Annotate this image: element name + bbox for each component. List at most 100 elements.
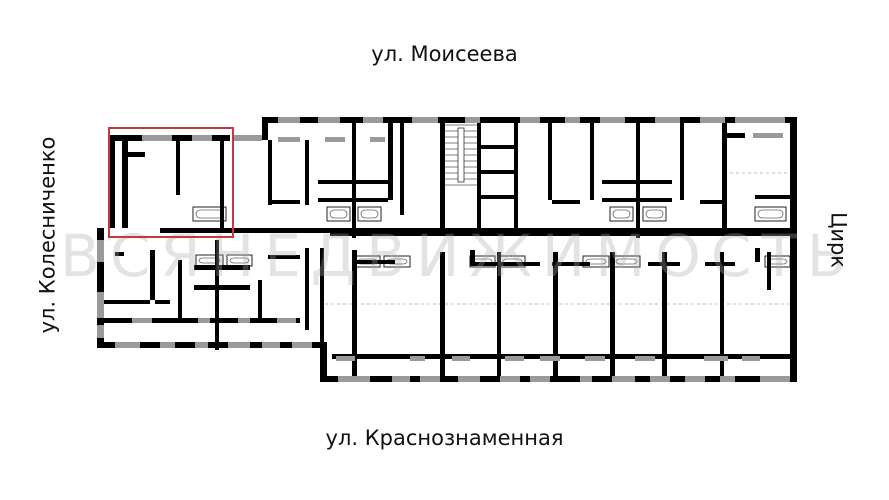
street-label-top: ул. Моисеева — [371, 42, 518, 66]
window — [540, 356, 560, 361]
window — [238, 318, 250, 323]
inner-wall — [477, 123, 481, 228]
bathroom-fixtures — [192, 206, 791, 268]
inner-wall — [477, 195, 514, 199]
window — [336, 356, 355, 361]
inner-wall — [215, 240, 219, 350]
window — [142, 135, 172, 141]
window — [505, 356, 524, 361]
inner-wall — [352, 250, 357, 376]
bathtub-inner — [645, 209, 664, 219]
inner-wall — [602, 198, 672, 202]
window — [753, 133, 783, 138]
window — [363, 117, 383, 123]
window — [704, 356, 728, 361]
inner-wall — [548, 123, 552, 200]
bathtub-icon — [226, 254, 253, 267]
window — [195, 342, 208, 348]
window — [97, 292, 104, 318]
bathtub-icon — [609, 206, 634, 222]
inner-wall — [318, 180, 388, 184]
inner-wall — [477, 170, 514, 174]
inner-wall — [755, 248, 760, 262]
window — [325, 137, 345, 142]
landmark-label-right: Цирк — [826, 212, 851, 268]
inner-wall — [155, 300, 170, 304]
selected-apartment-highlight[interactable] — [108, 127, 234, 238]
stairwell-icon — [445, 124, 477, 186]
bathtub-inner — [198, 257, 221, 264]
bathtub-icon — [582, 255, 610, 268]
inner-wall — [610, 252, 615, 376]
inner-wall — [194, 285, 250, 290]
inner-wall — [720, 252, 724, 376]
window — [277, 318, 296, 323]
bathtub-icon — [642, 206, 667, 222]
street-label-bottom: ул. Краснознаменная — [325, 426, 564, 450]
window — [198, 318, 210, 323]
inner-wall — [662, 252, 667, 376]
window — [420, 376, 440, 382]
inner-wall — [388, 123, 393, 200]
inner-wall — [160, 228, 790, 233]
window — [278, 137, 300, 142]
window — [500, 376, 520, 382]
furniture-dash-lines — [325, 172, 790, 305]
outer-wall — [97, 228, 104, 348]
window — [760, 376, 790, 382]
bathtub-icon — [754, 206, 787, 222]
inner-wall — [602, 180, 672, 184]
bathtub-icon — [357, 206, 382, 222]
window — [585, 356, 605, 361]
window — [520, 117, 540, 123]
window — [160, 342, 175, 348]
window — [338, 376, 370, 382]
window — [97, 240, 104, 262]
inner-wall — [470, 250, 475, 262]
inner-wall — [552, 200, 580, 204]
inner-wall — [648, 262, 680, 266]
inner-wall — [122, 140, 128, 228]
window — [370, 137, 385, 142]
inner-wall — [700, 200, 725, 204]
inner-wall — [680, 123, 684, 200]
inner-wall — [705, 262, 735, 266]
inner-wall — [470, 262, 530, 266]
inner-wall — [220, 140, 224, 228]
inner-wall — [727, 133, 745, 138]
window — [700, 117, 725, 123]
inner-wall — [722, 123, 727, 228]
window — [742, 356, 760, 361]
window — [530, 376, 550, 382]
inner-wall — [305, 248, 309, 330]
window — [720, 376, 735, 382]
inner-wall — [440, 252, 445, 376]
outer-wall — [262, 117, 268, 140]
window — [612, 376, 635, 382]
inner-wall — [355, 260, 395, 264]
window — [115, 342, 140, 348]
bathtub-inner — [615, 258, 638, 265]
inner-wall — [176, 140, 180, 195]
inner-wall — [320, 248, 324, 342]
window — [228, 342, 250, 348]
inner-wall — [268, 200, 300, 204]
inner-wall — [440, 123, 445, 228]
window — [580, 376, 592, 382]
inner-wall — [552, 262, 590, 266]
bathtub-inner — [229, 257, 250, 264]
inner-wall — [330, 232, 790, 236]
inner-wall — [178, 260, 182, 320]
outer-wall — [108, 135, 115, 228]
window — [412, 117, 438, 123]
window — [650, 376, 670, 382]
inner-wall — [305, 140, 309, 205]
inner-wall — [258, 280, 262, 320]
window — [452, 356, 470, 361]
inner-wall — [590, 123, 594, 200]
bathtub-icon — [192, 206, 227, 222]
inner-wall — [115, 252, 124, 256]
window — [655, 117, 680, 123]
bathtub-inner — [360, 209, 379, 219]
